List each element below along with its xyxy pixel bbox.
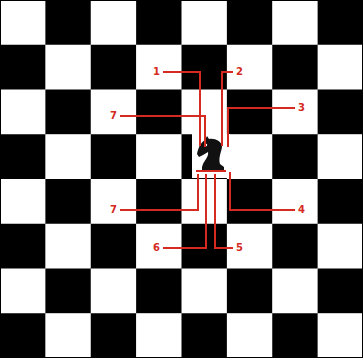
board-square xyxy=(0,313,46,358)
board-square xyxy=(318,90,363,135)
board-square xyxy=(318,45,363,90)
board-square xyxy=(136,269,182,314)
board-square xyxy=(136,134,182,179)
board-square xyxy=(227,134,273,179)
callout-number: 2 xyxy=(236,67,243,77)
board-square xyxy=(227,45,273,90)
board-square xyxy=(227,224,273,269)
callout-number: 3 xyxy=(298,103,305,113)
board-square xyxy=(45,134,91,179)
board-square xyxy=(136,90,182,135)
board-square xyxy=(45,45,91,90)
board-square xyxy=(227,269,273,314)
board-square xyxy=(45,179,91,224)
board-square xyxy=(182,313,228,358)
board-square xyxy=(182,269,228,314)
board-square xyxy=(136,179,182,224)
board-square xyxy=(182,0,228,45)
board-square xyxy=(0,0,46,45)
board-square xyxy=(136,45,182,90)
board-square xyxy=(0,134,46,179)
board-square xyxy=(318,269,363,314)
board-square xyxy=(272,134,318,179)
board-square xyxy=(91,90,137,135)
board-square xyxy=(91,269,137,314)
board-square xyxy=(45,0,91,45)
board-square xyxy=(182,45,228,90)
board-square xyxy=(136,224,182,269)
board-square xyxy=(136,313,182,358)
board-square xyxy=(91,179,137,224)
callout-number: 5 xyxy=(236,243,243,253)
board-square xyxy=(0,269,46,314)
board-square xyxy=(318,313,363,358)
board-square xyxy=(45,90,91,135)
board-square xyxy=(227,0,273,45)
board-square xyxy=(272,90,318,135)
board-square xyxy=(91,313,137,358)
board-square xyxy=(318,0,363,45)
board-square xyxy=(136,0,182,45)
callout-number: 6 xyxy=(153,243,160,253)
board-square xyxy=(45,224,91,269)
knight-piece xyxy=(197,136,224,171)
board-square xyxy=(272,224,318,269)
board-square xyxy=(91,224,137,269)
board-square xyxy=(272,179,318,224)
board-square xyxy=(227,313,273,358)
board-square xyxy=(0,224,46,269)
board-square xyxy=(227,179,273,224)
board-square xyxy=(91,134,137,179)
callout-number: 4 xyxy=(298,205,305,215)
board-square xyxy=(318,179,363,224)
board-square xyxy=(45,313,91,358)
board-square xyxy=(182,179,228,224)
knight-square xyxy=(192,134,230,178)
callout-number: 1 xyxy=(153,67,160,77)
board-square xyxy=(91,0,137,45)
board-square xyxy=(272,313,318,358)
board-square xyxy=(318,224,363,269)
board-square xyxy=(318,134,363,179)
board-square xyxy=(91,45,137,90)
leader-lines xyxy=(120,72,295,248)
board-square xyxy=(272,45,318,90)
board-square xyxy=(0,179,46,224)
board-square xyxy=(272,269,318,314)
board-square xyxy=(0,90,46,135)
board-square xyxy=(272,0,318,45)
board-square xyxy=(227,90,273,135)
callout-number: 7 xyxy=(110,205,117,215)
board-square xyxy=(0,45,46,90)
board-square xyxy=(45,269,91,314)
board-square xyxy=(182,224,228,269)
callout-number: 7 xyxy=(110,111,117,121)
